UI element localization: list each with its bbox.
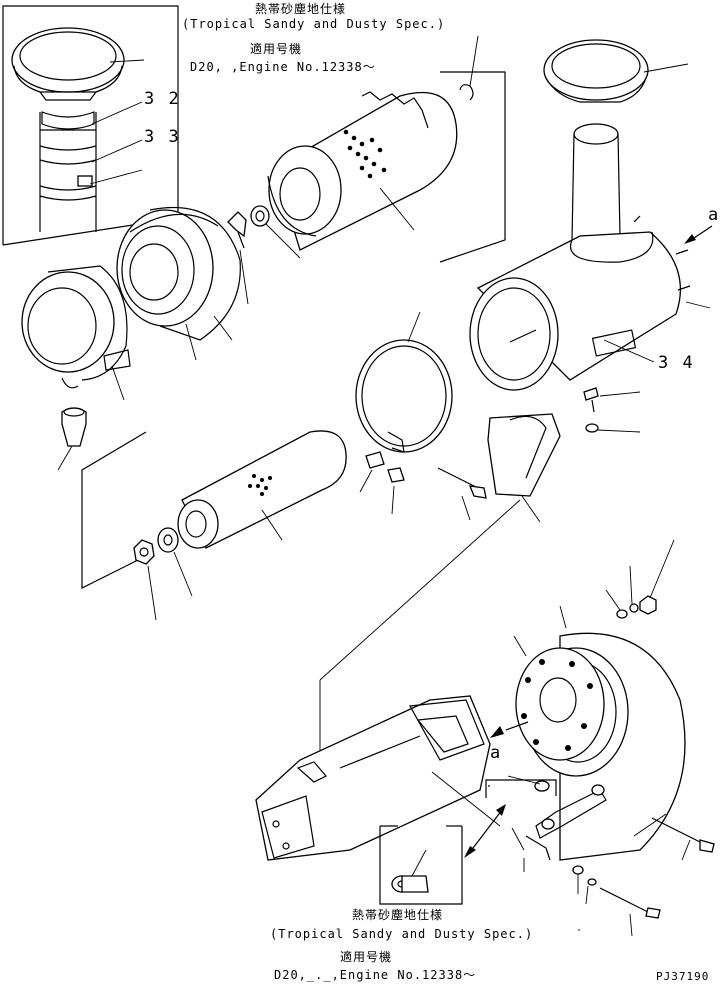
cylindrical-element-top xyxy=(227,35,506,305)
band-clamp xyxy=(355,311,487,521)
mounting-bracket xyxy=(319,387,641,770)
fastener-set-right xyxy=(605,539,675,619)
callout-33: 3 3 xyxy=(144,127,181,147)
inner-element xyxy=(81,430,347,621)
spec-title-en-bottom: (Tropical Sandy and Dusty Spec.) xyxy=(270,927,534,941)
drawing-code: PJ37190 xyxy=(656,970,710,983)
serial-range-top: D20, ,Engine No.12338～ xyxy=(190,60,376,74)
intake-connector xyxy=(255,695,607,872)
spec-title-en-top: (Tropical Sandy and Dusty Spec.) xyxy=(182,17,446,31)
callout-34: 3 4 xyxy=(658,353,695,373)
serial-label-jp-top: 適用号機 xyxy=(250,42,303,56)
reference-a-top: a xyxy=(708,205,721,225)
inset-tropical-precleaner xyxy=(2,5,179,246)
serial-label-jp-bottom: 適用号機 xyxy=(340,950,393,964)
air-cleaner-housing xyxy=(469,39,713,391)
spec-title-jp-top: 熱帯砂塵地仕様 xyxy=(255,2,347,16)
callout-32: 3 2 xyxy=(144,89,181,109)
elbow-and-gasket xyxy=(513,605,715,937)
serial-range-bottom: D20,_._,Engine No.12338～ xyxy=(274,968,477,982)
air-cleaner-cover xyxy=(21,206,241,471)
reference-a-bottom: a xyxy=(490,743,503,763)
inset-tropical-plug xyxy=(379,825,463,905)
spec-title-jp-bottom: 熱帯砂塵地仕様 xyxy=(352,908,444,922)
